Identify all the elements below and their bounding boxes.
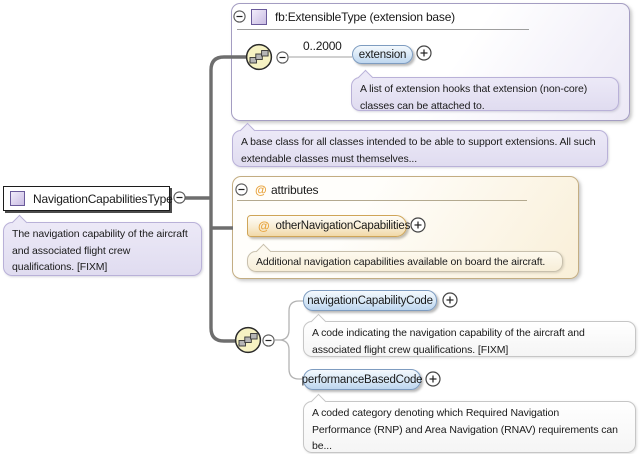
expand-navigationCapabilityCode-button[interactable] [442,292,458,308]
collapse-sequence-button[interactable] [276,51,289,64]
plus-icon [442,292,458,308]
attribute-note: Additional navigation capabilities avail… [247,251,563,272]
header-separator [237,29,529,30]
plus-icon [425,371,441,387]
attribute-at-icon: @ [258,219,270,233]
collapse-bottom-sequence-button[interactable] [262,334,275,347]
cardinality-label: 0..2000 [303,39,342,53]
extension-note: A list of extension hooks that extension… [351,77,619,112]
minus-icon [276,51,289,64]
element-extension[interactable]: extension [352,45,413,64]
attribute-at-icon: @ [255,183,267,197]
plus-icon [410,217,426,233]
complex-type-icon [251,9,267,25]
expand-extension-button[interactable] [416,45,432,61]
navigationCapabilityCode-note: A code indicating the navigation capabil… [303,321,636,357]
minus-icon [233,10,246,23]
plus-icon [416,45,432,61]
collapse-attributes-button[interactable] [235,183,248,196]
element-navigationCapabilityCode[interactable]: navigationCapabilityCode [303,290,437,311]
attribute-otherNavigationCapabilities[interactable]: @ otherNavigationCapabilities [247,215,410,237]
element-performanceBasedCode[interactable]: performanceBasedCode [302,369,423,390]
root-type-label: NavigationCapabilitiesType [33,191,173,206]
expand-attribute-button[interactable] [410,217,426,233]
complex-type-icon [10,191,25,206]
minus-icon [262,334,275,347]
attributes-header: attributes [271,183,319,197]
base-class-note: A base class for all classes intended to… [232,130,608,167]
expand-performanceBasedCode-button[interactable] [425,371,441,387]
extension-base-header: fb:ExtensibleType (extension base) [275,10,455,24]
collapse-root-button[interactable] [173,191,186,204]
minus-icon [173,191,186,204]
header-separator [237,200,527,201]
performanceBasedCode-note: A coded category denoting which Required… [303,401,636,453]
sequence-icon [234,326,262,354]
root-annotation: The navigation capability of the aircraf… [3,222,202,276]
collapse-extension-panel-button[interactable] [233,10,246,23]
root-type-box[interactable]: NavigationCapabilitiesType [3,186,173,211]
minus-icon [235,183,248,196]
sequence-icon [245,43,273,71]
